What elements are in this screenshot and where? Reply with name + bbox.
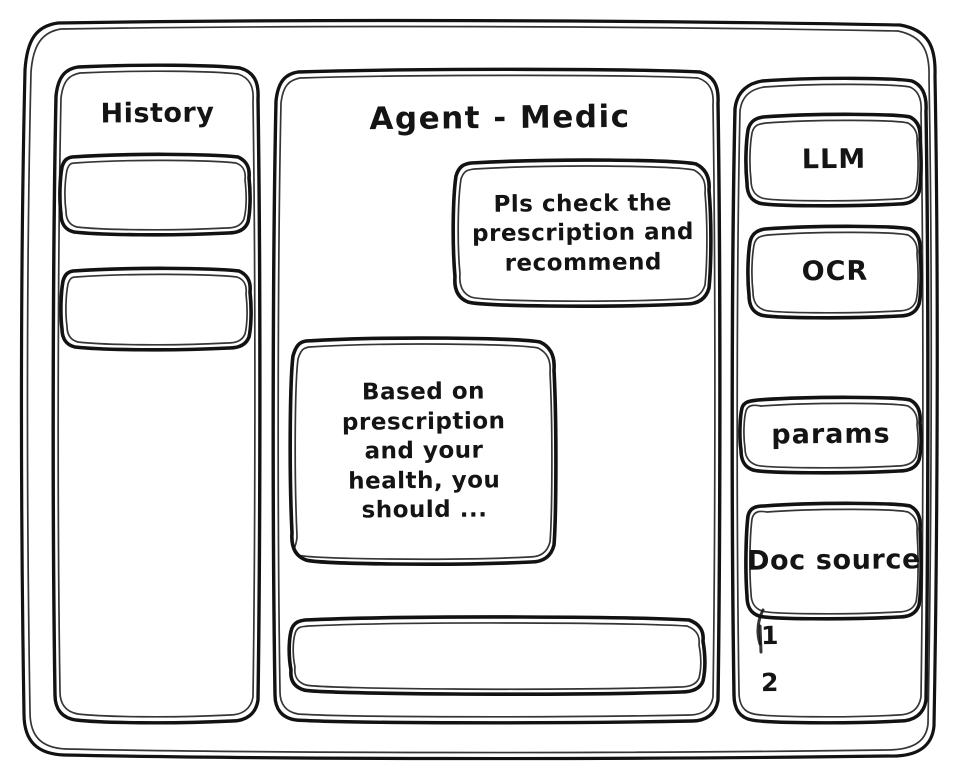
tool-button-llm-label: LLM bbox=[801, 143, 867, 175]
history-item-1-label bbox=[61, 156, 251, 236]
assistant-message-text: Based on prescription and your health, y… bbox=[341, 378, 506, 524]
tool-button-ocr[interactable]: OCR bbox=[749, 226, 921, 318]
user-message-bubble: Pls check the prescription and recommend bbox=[455, 162, 711, 306]
doc-source-button-label: Doc source bbox=[746, 543, 922, 577]
doc-source-entry-1-label: 1 bbox=[760, 620, 780, 651]
doc-source-entry-1[interactable]: 1 bbox=[752, 618, 812, 654]
tool-button-ocr-label: OCR bbox=[801, 255, 869, 288]
assistant-message-bubble: Based on prescription and your health, y… bbox=[291, 340, 556, 564]
doc-source-entry-2[interactable]: 2 bbox=[752, 664, 812, 702]
user-message-text: Pls check the prescription and recommend bbox=[471, 190, 695, 277]
sidebar-item-history-2[interactable] bbox=[62, 271, 251, 349]
tool-button-params[interactable]: params bbox=[741, 397, 921, 473]
page-title: Agent - Medic bbox=[369, 99, 631, 138]
composer-input[interactable] bbox=[290, 619, 705, 693]
sidebar-item-history-1[interactable] bbox=[61, 157, 250, 235]
tool-button-params-label: params bbox=[771, 418, 891, 451]
history-item-2-label bbox=[62, 270, 252, 350]
tool-button-llm[interactable]: LLM bbox=[747, 114, 921, 206]
doc-source-entry-2-label: 2 bbox=[760, 667, 780, 698]
composer-input-value bbox=[308, 617, 689, 694]
sidebar-title: History bbox=[100, 97, 215, 130]
doc-source-button[interactable]: Doc source bbox=[747, 503, 921, 619]
